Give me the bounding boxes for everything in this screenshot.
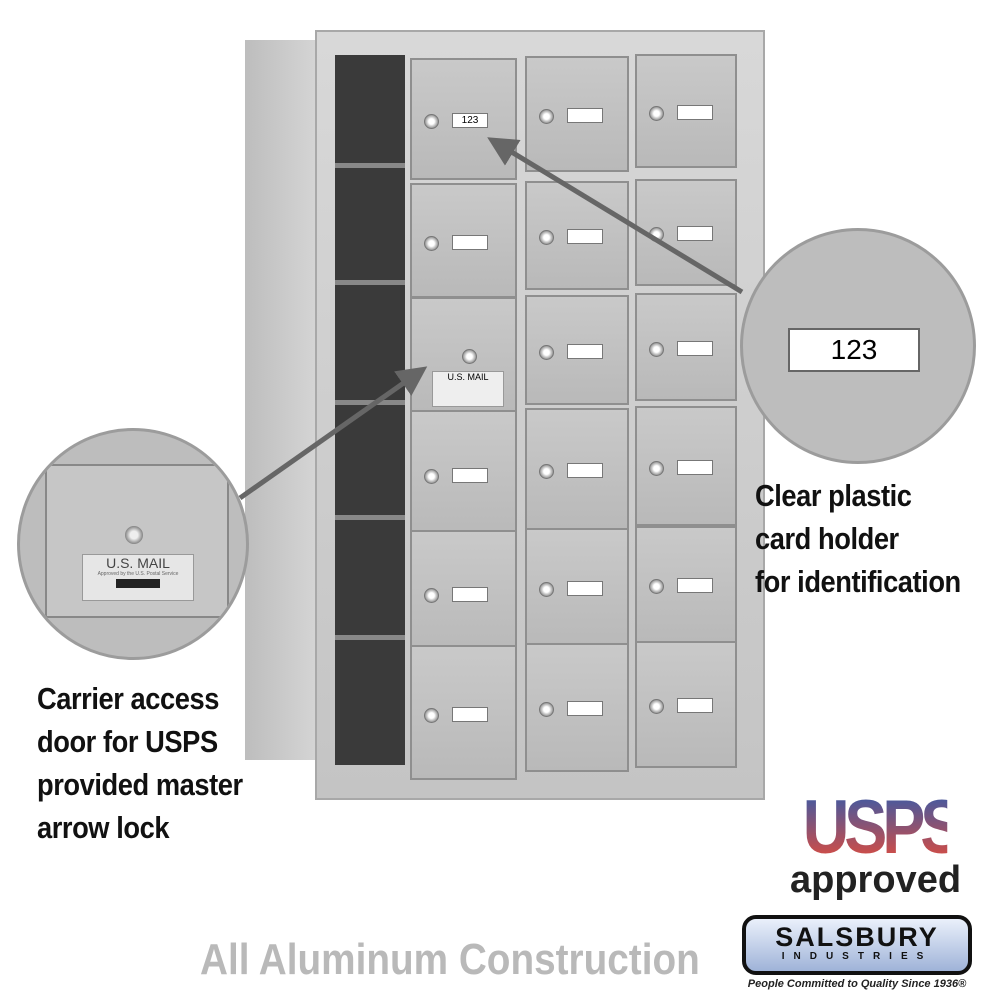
lock-icon [424, 707, 439, 723]
card-holder [567, 701, 603, 717]
usps-approved-text: approved [790, 859, 962, 901]
shelf [335, 515, 405, 520]
lock-icon [539, 702, 554, 718]
card-holder [677, 698, 713, 714]
card-holder: 123 [452, 113, 488, 128]
mailbox-door[interactable] [635, 406, 737, 526]
usps-approved-badge: USPS approved [790, 785, 964, 901]
carrier-door-caption: Carrier access door for USPS provided ma… [37, 677, 301, 849]
shelf [335, 163, 405, 168]
card-holder-zoom-circle: 123 [740, 228, 976, 464]
salsbury-tagline: People Committed to Quality Since 1936® [747, 978, 967, 990]
card-holder [452, 706, 488, 722]
card-holder [677, 104, 713, 120]
shelf [335, 635, 405, 640]
shelf [335, 280, 405, 285]
salsbury-logo: SALSBURY INDUSTRIES [742, 915, 972, 975]
caption-line: provided master [37, 767, 243, 802]
mailbox-door[interactable] [525, 408, 629, 530]
caption-line: Clear plastic [755, 478, 912, 513]
lock-icon [649, 579, 664, 595]
shelf [335, 400, 405, 405]
lock-icon [539, 344, 554, 360]
card-holder [677, 226, 713, 242]
arrow-lock-icon [125, 526, 143, 544]
lock-icon [539, 230, 554, 246]
usps-logo-text: USPS [802, 785, 964, 870]
carrier-access-door[interactable]: U.S. MAIL [410, 297, 517, 413]
lock-icon [649, 460, 664, 476]
lock-icon [424, 587, 439, 603]
card-holder [677, 578, 713, 594]
card-holder-label: 123 [788, 328, 920, 372]
card-holder [567, 581, 603, 597]
card-holder [567, 229, 603, 245]
caption-line: Carrier access [37, 681, 219, 716]
mailbox-door[interactable] [525, 181, 629, 290]
mailbox-door[interactable] [525, 56, 629, 172]
card-holder [452, 468, 488, 483]
lock-icon [424, 114, 439, 129]
open-compartment-interior [335, 55, 405, 765]
salsbury-plate-logo [116, 579, 160, 588]
caption-line: card holder [755, 521, 899, 556]
caption-line: arrow lock [37, 810, 170, 845]
mailbox-side-panel [245, 40, 320, 760]
card-holder [567, 343, 603, 359]
mailbox-door[interactable] [635, 179, 737, 286]
card-holder-caption: Clear plastic card holder for identifica… [755, 474, 1000, 603]
lock-icon [539, 463, 554, 479]
us-mail-plate: U.S. MAIL [432, 371, 504, 407]
card-holder-arrow [487, 137, 744, 295]
lock-icon [649, 341, 664, 357]
us-mail-label: U.S. MAIL [447, 372, 489, 382]
lock-icon [649, 699, 664, 715]
arrow-lock-icon [462, 349, 477, 364]
mailbox-door[interactable] [635, 526, 737, 643]
mailbox-door[interactable] [635, 641, 737, 768]
caption-line: for identification [755, 564, 961, 599]
mailbox-door[interactable] [525, 295, 629, 405]
mailbox-door[interactable] [525, 643, 629, 772]
us-mail-sublabel: Approved by the U.S. Postal Service [97, 571, 179, 577]
mailbox-door[interactable] [635, 54, 737, 168]
salsbury-name: SALSBURY [775, 922, 939, 952]
mailbox-door[interactable] [410, 183, 517, 298]
card-holder [567, 107, 603, 123]
caption-line: door for USPS [37, 724, 218, 759]
salsbury-sub: INDUSTRIES [781, 951, 933, 962]
footer-text: All Aluminum Construction [200, 935, 700, 984]
card-holder [677, 459, 713, 475]
carrier-door-closeup: U.S. MAIL Approved by the U.S. Postal Se… [45, 464, 229, 618]
card-holder [452, 586, 488, 602]
card-holder [452, 234, 488, 250]
mailbox-door[interactable] [525, 528, 629, 647]
us-mail-plate: U.S. MAIL Approved by the U.S. Postal Se… [82, 554, 194, 601]
card-holder [567, 462, 603, 478]
lock-icon [649, 105, 664, 121]
lock-icon [424, 235, 439, 251]
us-mail-label: U.S. MAIL [106, 555, 170, 571]
lock-icon [539, 582, 554, 598]
carrier-door-arrow [238, 366, 428, 501]
card-holder [677, 340, 713, 356]
lock-icon [539, 108, 554, 124]
mailbox-door[interactable] [635, 293, 737, 401]
carrier-door-zoom-circle: U.S. MAIL Approved by the U.S. Postal Se… [17, 428, 249, 660]
lock-icon [424, 469, 439, 484]
mailbox-door[interactable] [410, 645, 517, 780]
